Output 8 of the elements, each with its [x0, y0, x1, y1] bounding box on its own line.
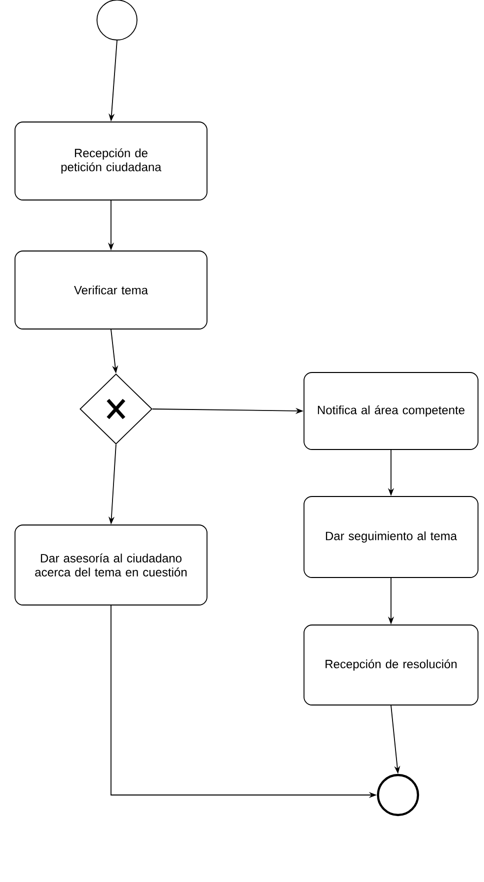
process-box: Dar asesoría al ciudadano acerca del tema en cuestión: [14, 524, 208, 606]
process-box: Recepción de resolución: [304, 624, 478, 706]
process-box: Recepción de petición ciudadana: [14, 122, 208, 200]
event-circle: [376, 774, 420, 816]
process-box: Notifica al área competente: [304, 372, 478, 450]
gateway-diamond: [80, 374, 152, 444]
process-box: Verificar tema: [14, 250, 208, 330]
process-box: Dar seguimiento al tema: [304, 496, 478, 578]
